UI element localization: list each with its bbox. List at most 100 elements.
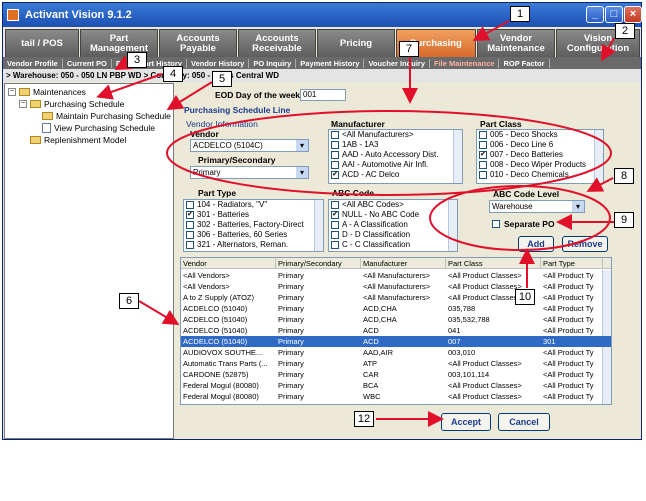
separate-po-checkbox[interactable]: Separate PO — [492, 219, 555, 229]
subnav-part-history[interactable]: Part History — [135, 58, 187, 68]
tab-accounts-payable[interactable]: Accounts Payable — [159, 29, 237, 57]
tab-accounts-receivable[interactable]: Accounts Receivable — [238, 29, 316, 57]
abc-code-item[interactable]: C - C Classification — [329, 240, 457, 250]
manufacturer-item[interactable]: AAI - Automotive Air Infl. — [329, 160, 462, 170]
table-row[interactable]: <All Vendors>Primary<All Manufacturers><… — [181, 281, 611, 292]
part-type-item[interactable]: 302 - Batteries, Factory-Direct — [184, 220, 323, 230]
tab-pricing[interactable]: Pricing — [317, 29, 395, 57]
checkbox[interactable]: ✔ — [186, 211, 194, 219]
scrollbar[interactable] — [453, 130, 462, 183]
part-type-item[interactable]: ✔301 - Batteries — [186, 210, 250, 219]
subnav-rop-factor[interactable]: ROP Factor — [499, 58, 550, 68]
subnav-po-inquiry[interactable]: PO Inquiry — [249, 58, 297, 68]
part-type-item[interactable]: 104 - Radiators, "V" — [184, 200, 323, 210]
tree-item-maintenances[interactable]: − Maintenances — [8, 87, 86, 97]
manufacturer-item[interactable]: 1AB - 1A3 — [329, 140, 462, 150]
abc-code-item[interactable]: D - D Classification — [329, 230, 457, 240]
vendor-dropdown[interactable]: ACDELCO (5104C) ▾ — [190, 139, 309, 152]
checkbox[interactable] — [479, 131, 487, 139]
remove-button[interactable]: Remove — [562, 236, 608, 252]
checkbox[interactable] — [186, 201, 194, 209]
checkbox[interactable]: ✔ — [479, 151, 487, 159]
checkbox[interactable] — [479, 161, 487, 169]
checkbox[interactable]: ✔ — [331, 211, 339, 219]
accept-button[interactable]: Accept — [441, 413, 491, 431]
checkbox[interactable] — [186, 231, 194, 239]
checkbox[interactable] — [186, 241, 194, 249]
tree-item-purchasing-schedule[interactable]: − Purchasing Schedule — [19, 99, 125, 109]
subnav-current-po[interactable]: Current PO — [63, 58, 112, 68]
scrollbar[interactable] — [594, 130, 603, 183]
checkbox[interactable] — [331, 201, 339, 209]
checkbox[interactable] — [331, 161, 339, 169]
part-class-item[interactable]: 008 - Deco Wiper Products — [477, 160, 603, 170]
abc-code-item[interactable]: <All ABC Codes> — [329, 200, 457, 210]
tree-item-view-schedule[interactable]: View Purchasing Schedule — [42, 123, 155, 133]
part-type-item[interactable]: 306 - Batteries, 60 Series — [184, 230, 323, 240]
part-class-item[interactable]: 005 - Deco Shocks — [477, 130, 603, 140]
primary-secondary-dropdown[interactable]: Primary ▾ — [190, 166, 309, 179]
part-type-item[interactable]: 321 - Alternators, Reman. — [184, 240, 323, 250]
column-header[interactable]: Part Class — [446, 258, 541, 268]
tab-retail-pos[interactable]: tail / POS — [5, 29, 79, 57]
chevron-down-icon[interactable]: ▾ — [296, 140, 308, 151]
subnav-payment-history[interactable]: Payment History — [296, 58, 365, 68]
subnav-file-maintenance[interactable]: File Maintenance — [430, 58, 500, 68]
part-class-item[interactable]: ✔007 - Deco Batteries — [479, 150, 563, 159]
tab-vendor-maintenance[interactable]: Vendor Maintenance — [477, 29, 555, 57]
checkbox[interactable] — [479, 141, 487, 149]
checkbox[interactable] — [331, 151, 339, 159]
manufacturer-item[interactable]: <All Manufacturers> — [329, 130, 462, 140]
subnav-vendor-profile[interactable]: Vendor Profile — [3, 58, 63, 68]
chevron-down-icon[interactable]: ▾ — [296, 167, 308, 178]
subnav-vendor-history[interactable]: Vendor History — [187, 58, 250, 68]
tree-item-replenishment-model[interactable]: Replenishment Model — [30, 135, 126, 145]
cancel-button[interactable]: Cancel — [498, 413, 550, 431]
manufacturer-item[interactable]: AAD - Auto Accessory Dist. — [329, 150, 462, 160]
add-button[interactable]: Add — [518, 236, 554, 252]
checkbox[interactable]: ✔ — [331, 171, 339, 179]
checkbox[interactable] — [331, 131, 339, 139]
tab-part-management[interactable]: Part Management — [80, 29, 158, 57]
column-header[interactable]: Vendor — [181, 258, 276, 268]
collapse-icon[interactable]: − — [8, 88, 16, 96]
scrollbar[interactable] — [448, 200, 457, 251]
minimize-button[interactable]: _ — [586, 6, 604, 23]
abc-code-item[interactable]: ✔NULL - No ABC Code — [331, 210, 420, 219]
part-class-item[interactable]: 010 - Deco Chemicals — [477, 170, 603, 180]
subnav-voucher-inquiry[interactable]: Voucher Inquiry — [364, 58, 430, 68]
column-header[interactable]: Part Type — [541, 258, 603, 268]
abc-code-level-dropdown[interactable]: Warehouse ▾ — [489, 200, 585, 213]
checkbox[interactable] — [331, 141, 339, 149]
maximize-button[interactable]: □ — [605, 6, 623, 23]
eod-day-field[interactable]: 001 — [300, 89, 346, 101]
column-header[interactable]: Primary/Secondary — [276, 258, 361, 268]
checkbox[interactable] — [186, 221, 194, 229]
manufacturer-item[interactable]: ✔ACD - AC Delco — [331, 170, 400, 179]
checkbox[interactable] — [331, 231, 339, 239]
checkbox[interactable] — [492, 220, 500, 228]
tree-item-maintain-schedule[interactable]: Maintain Purchasing Schedule — [42, 111, 171, 121]
abc-code-item[interactable]: A - A Classification — [329, 220, 457, 230]
chevron-down-icon[interactable]: ▾ — [572, 201, 584, 212]
column-header[interactable]: Manufacturer — [361, 258, 446, 268]
part-class-item[interactable]: 006 - Deco Line 6 — [477, 140, 603, 150]
close-button[interactable]: × — [624, 6, 642, 23]
scrollbar[interactable] — [314, 200, 323, 251]
table-row[interactable]: A to Z Supply (ATOZ)Primary<All Manufact… — [181, 292, 611, 303]
checkbox[interactable] — [479, 171, 487, 179]
